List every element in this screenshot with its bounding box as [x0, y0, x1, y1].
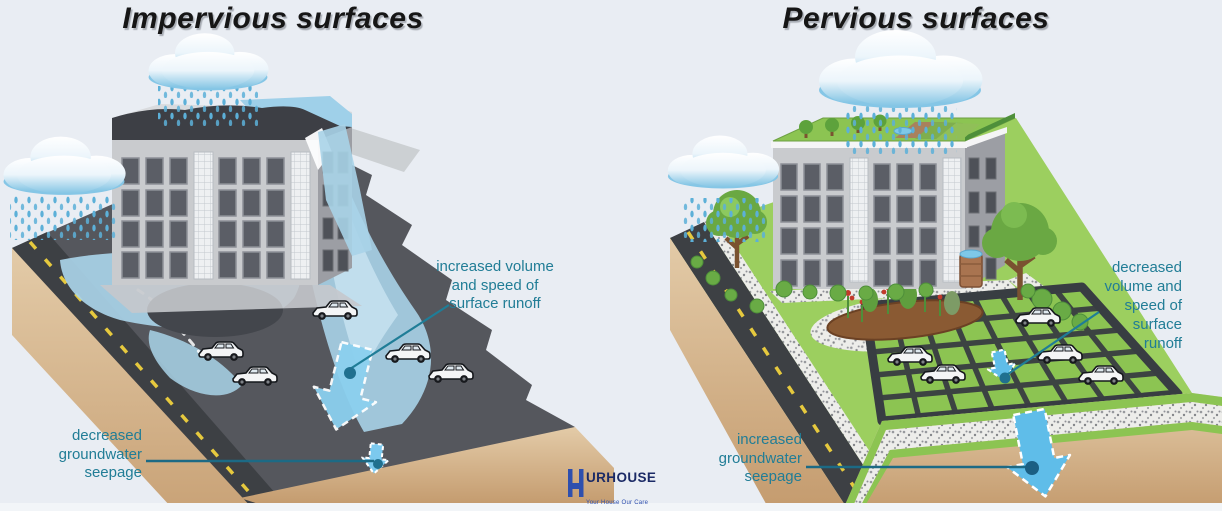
rain-cloud	[3, 136, 126, 240]
rain-cloud	[667, 135, 780, 242]
h-monogram-icon	[568, 469, 584, 497]
building-windows	[780, 157, 997, 287]
rain-cloud	[148, 33, 269, 126]
impervious-scene	[3, 33, 614, 511]
shrubs	[690, 255, 1089, 331]
label-increased-runoff: increased volume and speed of surface ru…	[436, 258, 554, 312]
brand-logo: URHOUSE Your House Our Care	[568, 468, 688, 506]
building-windows	[121, 151, 349, 280]
soil-cross-section	[12, 248, 614, 511]
tree	[982, 202, 1057, 300]
rain-barrel	[959, 249, 983, 288]
annotation-leaders	[806, 311, 1100, 475]
roof-runoff-stream	[318, 124, 372, 256]
brand-wordmark: URHOUSE	[586, 470, 657, 485]
annotation-leaders	[146, 304, 450, 469]
pervious-scene	[667, 30, 1222, 511]
ground-baseline	[0, 503, 1222, 511]
flooded-road	[12, 232, 291, 511]
label-increased-seepage: increased groundwater seepage	[718, 431, 802, 485]
label-decreased-seepage: decreased groundwater seepage	[58, 427, 142, 481]
brand-tagline: Your House Our Care	[586, 500, 649, 506]
flower-bed	[826, 281, 984, 341]
rain-cloud	[819, 30, 983, 154]
left-panel-title: Impervious surfaces	[122, 2, 424, 35]
right-panel-title: Pervious surfaces	[782, 2, 1050, 35]
label-decreased-runoff: decreased volume and speed of surface ru…	[1104, 259, 1182, 352]
building	[100, 96, 362, 313]
